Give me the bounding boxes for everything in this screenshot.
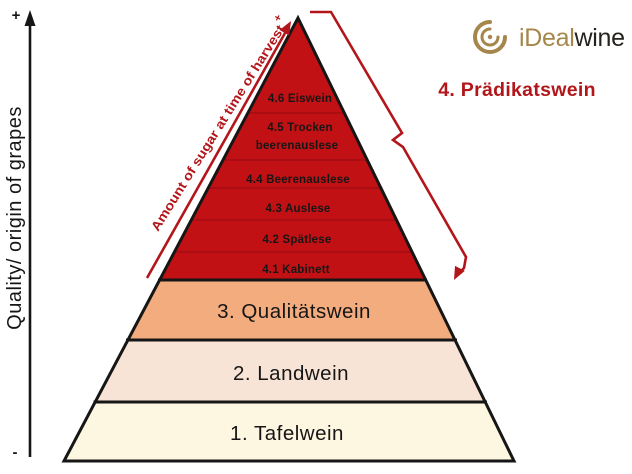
sublevel-label-beerenauslese: 4.4 Beerenauslese (246, 174, 350, 186)
level-label-tafelwein: 1. Tafelwein (230, 422, 344, 445)
level-qualitatswein-shape (127, 280, 456, 340)
sublevel-label-trockenbeerenauslese: 4.5 Trocken beerenauslese (256, 122, 339, 152)
sublevel-label-auslese: 4.3 Auslese (265, 203, 330, 215)
main-level-dividers (93, 278, 487, 404)
idealwine-logo: iDealwine (473, 20, 625, 54)
level-pradikatswein-shape (159, 18, 426, 280)
pradikatswein-bracket (310, 10, 468, 280)
quality-axis: + Quality/ origin of grapes - (4, 7, 36, 461)
sublevel-labels: 4.6 Eiswein 4.5 Trocken beerenauslese 4.4… (246, 93, 350, 276)
pradikatswein-heading: 4. Prädikatswein (438, 79, 596, 101)
sublevel-label-kabinett: 4.1 Kabinett (262, 264, 330, 276)
main-level-labels: 3. Qualitätswein 2. Landwein 1. Tafelwei… (217, 300, 371, 445)
bracket-line (310, 10, 468, 276)
sublevel-dividers (174, 112, 413, 253)
level-label-qualitatswein: 3. Qualitätswein (217, 300, 371, 323)
level-label-landwein: 2. Landwein (233, 362, 349, 385)
level-landwein-shape (95, 340, 486, 402)
level-tafelwein-shape (64, 402, 514, 461)
logo-wordmark: iDealwine (519, 24, 625, 52)
axis-minus-label: - (13, 444, 18, 461)
swirl-logo-icon (473, 20, 507, 54)
sugar-plus-label: + (272, 12, 283, 26)
logo-text-gold: iDeal (519, 24, 574, 52)
sugar-arrowhead-icon (279, 21, 291, 36)
pyramid-outline (61, 14, 517, 463)
axis-arrowhead-icon (24, 10, 36, 26)
axis-label: Quality/ origin of grapes (4, 106, 26, 330)
logo-text-dark: wine (573, 24, 624, 52)
bracket-arrowhead-icon (454, 265, 465, 280)
wine-pyramid: 4.6 Eiswein 4.5 Trocken beerenauslese 4.4… (61, 14, 517, 463)
axis-plus-label: + (12, 7, 21, 24)
sublevel-label-line2: beerenauslese (256, 140, 339, 152)
sublevel-label-line1: 4.5 Trocken (267, 122, 332, 134)
sublevel-label-spatlese: 4.2 Spätlese (263, 234, 332, 246)
sublevel-label-eiswein: 4.6 Eiswein (268, 93, 332, 105)
sugar-arrow-line (145, 25, 291, 279)
